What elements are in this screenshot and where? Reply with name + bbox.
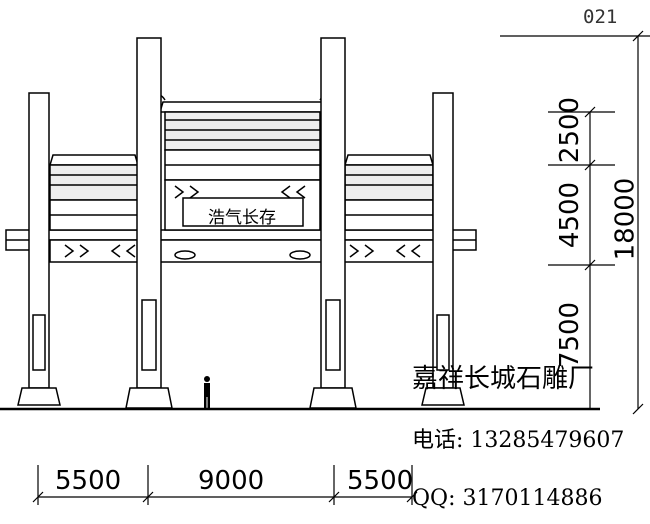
column-inner-left xyxy=(125,37,173,409)
dim-label-7500: 7500 xyxy=(555,301,586,369)
dim-label-right-5500: 5500 xyxy=(347,466,414,496)
company-qq: QQ: 3170114886 xyxy=(412,486,603,511)
column-outer-right xyxy=(421,92,465,406)
column-inner-right xyxy=(309,37,357,409)
dim-label-2500: 2500 xyxy=(555,96,586,164)
dim-label-left-5500: 5500 xyxy=(55,466,122,496)
drawing-number: 021 xyxy=(583,6,618,28)
plaque xyxy=(182,197,304,227)
central-roof xyxy=(155,94,330,181)
horizontal-dimensions xyxy=(32,465,418,505)
company-name: 嘉祥长城石雕厂 xyxy=(412,364,595,394)
dim-label-4500: 4500 xyxy=(555,181,586,249)
human-scale-figure xyxy=(204,376,210,408)
company-phone: 电话: 13285479607 xyxy=(412,428,625,453)
left-roof xyxy=(48,154,140,231)
right-roof xyxy=(343,154,435,231)
column-outer-left xyxy=(17,92,61,406)
dim-label-total-18000: 18000 xyxy=(610,177,641,261)
vertical-dimensions xyxy=(500,30,650,415)
dim-label-center-9000: 9000 xyxy=(198,466,265,496)
plaque-inscription: 浩气长存 xyxy=(208,208,276,228)
